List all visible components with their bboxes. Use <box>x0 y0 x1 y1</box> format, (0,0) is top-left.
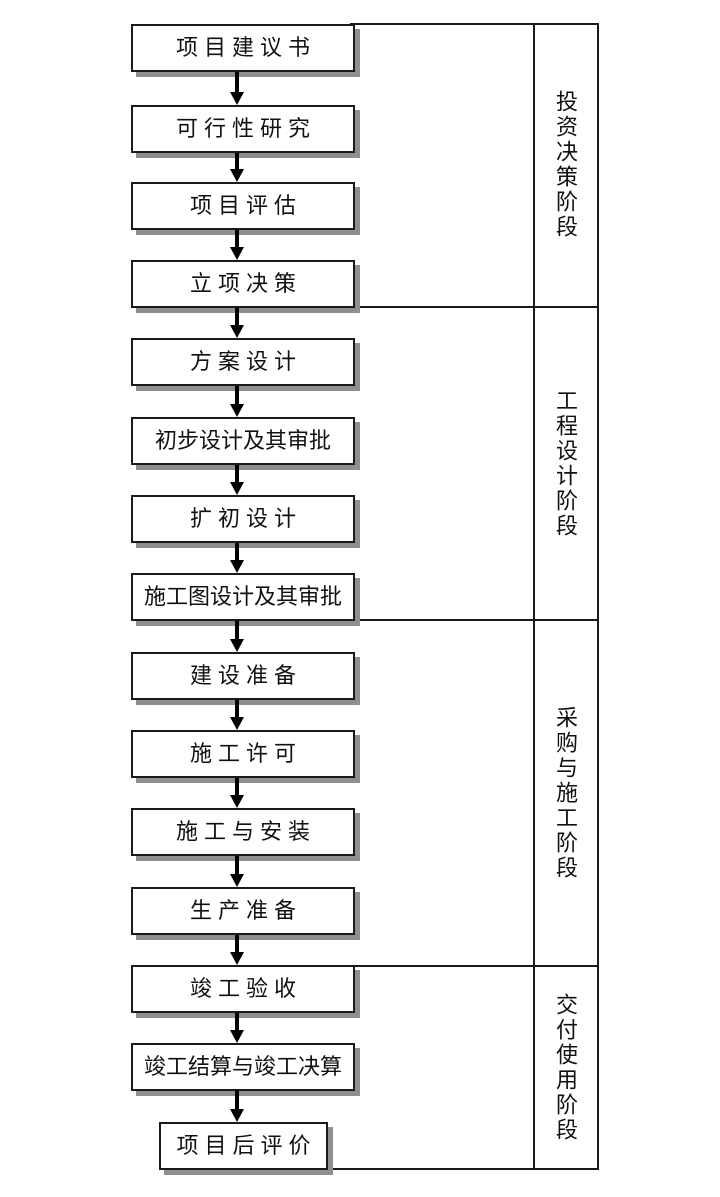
flow-arrow-down <box>230 153 244 182</box>
node-label: 可行性研究 <box>175 116 316 141</box>
arrow-head <box>230 325 244 338</box>
arrow-stem <box>235 1013 239 1030</box>
arrow-head <box>230 92 244 105</box>
arrow-head <box>230 1109 244 1122</box>
stage-investment-decision: 投资决策阶段 <box>535 25 595 304</box>
stage-column-right-border <box>597 23 599 1170</box>
stage-label: 采购与施工阶段 <box>553 705 578 881</box>
stage-label: 工程设计阶段 <box>553 388 578 539</box>
node-label: 施工许可 <box>189 741 302 766</box>
arrow-head <box>230 639 244 652</box>
arrow-stem <box>235 386 239 404</box>
node-label: 生产准备 <box>189 898 302 923</box>
node-project-approval-decision: 立项决策 <box>131 260 355 308</box>
flow-arrow-down <box>230 386 244 417</box>
flow-arrow-down <box>230 465 244 495</box>
flow-arrow-down <box>230 621 244 652</box>
node-label: 立项决策 <box>189 271 302 296</box>
stage-table-bottom-border <box>320 1168 599 1170</box>
flow-arrow-down <box>230 230 244 260</box>
flow-arrow-down <box>230 935 244 965</box>
stage-procurement-construction: 采购与施工阶段 <box>535 621 595 965</box>
node-label: 项目后评价 <box>176 1133 317 1158</box>
node-label: 项目建议书 <box>175 35 316 60</box>
node-label: 施工与安装 <box>175 819 316 844</box>
node-label: 初步设计及其审批 <box>154 428 331 453</box>
arrow-stem <box>235 621 239 639</box>
arrow-head <box>230 717 244 730</box>
arrow-stem <box>235 465 239 482</box>
flow-arrow-down <box>230 778 244 808</box>
node-label: 竣工结算与竣工决算 <box>143 1054 342 1079</box>
arrow-stem <box>235 543 239 560</box>
stage-column-left-border <box>533 23 535 1170</box>
node-post-project-evaluation: 项目后评价 <box>159 1122 328 1170</box>
flow-arrow-down <box>230 72 244 105</box>
arrow-stem <box>235 778 239 795</box>
arrow-head <box>230 1030 244 1043</box>
node-label: 项目评估 <box>189 193 302 218</box>
node-label: 竣工验收 <box>189 976 302 1001</box>
arrow-head <box>230 247 244 260</box>
arrow-stem <box>235 72 239 92</box>
node-production-preparation: 生产准备 <box>131 887 355 935</box>
node-project-proposal: 项目建议书 <box>131 24 355 72</box>
arrow-stem <box>235 1090 239 1109</box>
node-construction-permit: 施工许可 <box>131 730 355 778</box>
node-construction-and-installation: 施工与安装 <box>131 808 355 856</box>
arrow-head <box>230 169 244 182</box>
node-scheme-design: 方案设计 <box>131 338 355 386</box>
arrow-head <box>230 952 244 965</box>
node-completion-settlement-final-accounts: 竣工结算与竣工决算 <box>131 1043 355 1091</box>
stage-engineering-design: 工程设计阶段 <box>535 308 595 619</box>
stage-divider-investment-design <box>350 306 599 308</box>
arrow-head <box>230 874 244 887</box>
node-label: 施工图设计及其审批 <box>143 584 342 609</box>
stage-table-top-border <box>350 23 599 25</box>
stage-divider-procurement-delivery <box>350 965 599 967</box>
arrow-stem <box>235 230 239 247</box>
node-feasibility-study: 可行性研究 <box>131 105 355 153</box>
arrow-stem <box>235 308 239 325</box>
node-preliminary-design-approval: 初步设计及其审批 <box>131 417 355 465</box>
flow-arrow-down <box>230 308 244 338</box>
stage-delivery-use: 交付使用阶段 <box>535 967 595 1168</box>
arrow-stem <box>235 935 239 952</box>
stage-label: 投资决策阶段 <box>553 89 578 240</box>
node-expanded-preliminary-design: 扩初设计 <box>131 495 355 543</box>
arrow-stem <box>235 856 239 874</box>
arrow-head <box>230 404 244 417</box>
arrow-head <box>230 795 244 808</box>
arrow-head <box>230 560 244 573</box>
flow-arrow-down <box>230 1013 244 1043</box>
node-label: 建设准备 <box>189 663 302 688</box>
node-project-evaluation: 项目评估 <box>131 182 355 230</box>
flow-arrow-down <box>230 856 244 887</box>
node-label: 扩初设计 <box>189 506 302 531</box>
stage-divider-design-procurement <box>350 619 599 621</box>
node-construction-preparation: 建设准备 <box>131 652 355 700</box>
stage-label: 交付使用阶段 <box>553 992 578 1143</box>
flow-arrow-down <box>230 1090 244 1122</box>
arrow-stem <box>235 700 239 717</box>
node-label: 方案设计 <box>189 349 302 374</box>
flow-arrow-down <box>230 700 244 730</box>
node-construction-drawing-design-approval: 施工图设计及其审批 <box>131 573 355 621</box>
node-completion-acceptance: 竣工验收 <box>131 965 355 1013</box>
arrow-stem <box>235 153 239 169</box>
flow-arrow-down <box>230 543 244 573</box>
arrow-head <box>230 482 244 495</box>
